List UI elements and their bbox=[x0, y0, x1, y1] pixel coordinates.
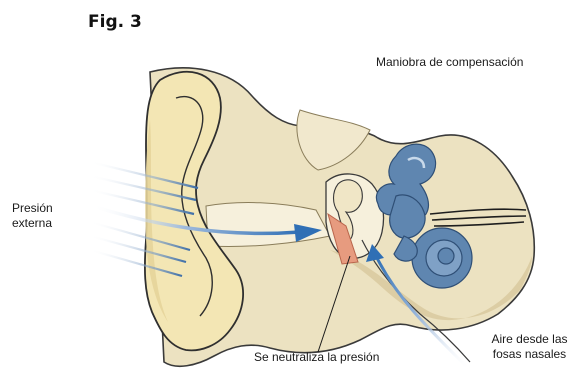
air-label-line2: fosas nasales bbox=[482, 347, 573, 362]
air-label-line1: Aire desde las bbox=[482, 332, 573, 347]
external-pressure-label-line2: externa bbox=[12, 216, 82, 231]
title-label: Maniobra de compensación bbox=[376, 55, 523, 70]
external-pressure-label-line1: Presión bbox=[12, 201, 82, 216]
figure-title: Fig. 3 bbox=[88, 12, 142, 32]
neutralize-label: Se neutraliza la presión bbox=[254, 350, 379, 365]
external-pressure-label: Presión externa bbox=[12, 201, 82, 231]
air-label: Aire desde las fosas nasales bbox=[482, 332, 573, 362]
ear-canal bbox=[206, 203, 330, 247]
